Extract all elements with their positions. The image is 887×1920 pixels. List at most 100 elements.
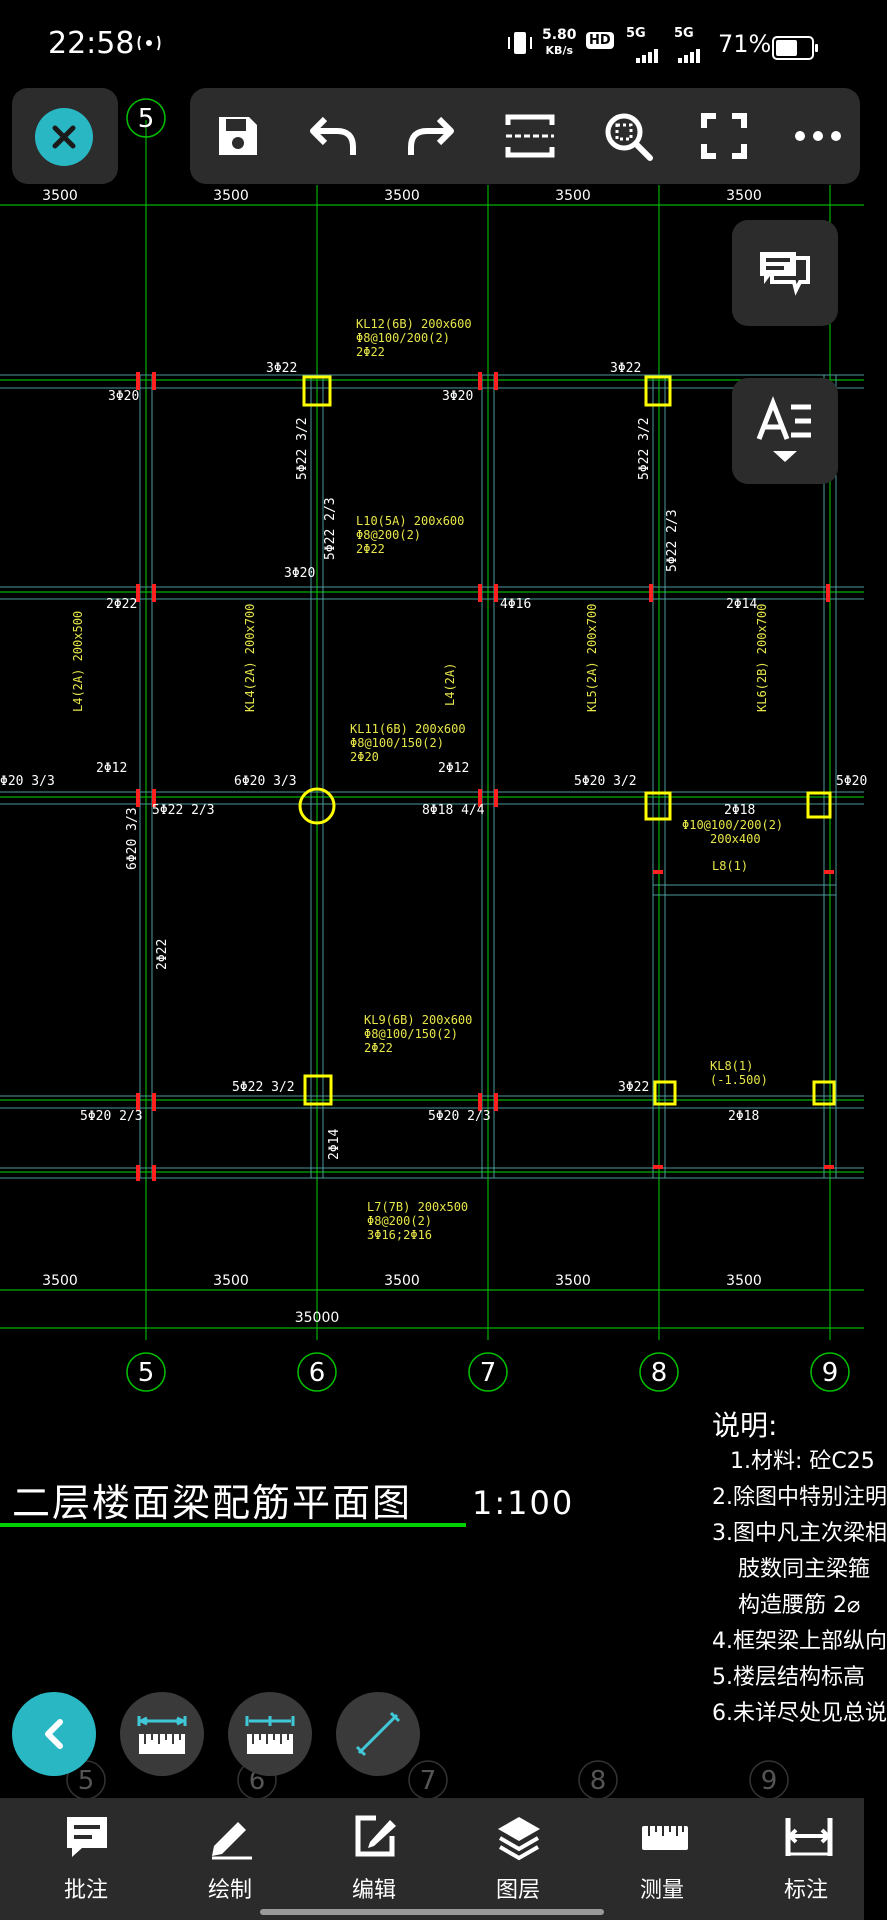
rebar-vertical-label: 5Φ22 2/3	[665, 509, 680, 572]
svg-text:KL11(6B) 200x600: KL11(6B) 200x600	[350, 722, 466, 736]
svg-text:Φ8@200(2): Φ8@200(2)	[356, 528, 421, 542]
rebar-vertical-label: 6Φ20 3/3	[125, 807, 140, 870]
drawing-canvas[interactable]: 3500 3500 3500 3500 3500 3500 3500 3500 …	[0, 78, 887, 1800]
nav-layers[interactable]: 图层	[458, 1814, 578, 1904]
grid-bubble-9: 9	[822, 1358, 839, 1388]
notes-line: 肢数同主梁箍	[738, 1557, 871, 1582]
svg-text:3Φ16;2Φ16: 3Φ16;2Φ16	[367, 1228, 432, 1242]
zoom-button[interactable]	[594, 102, 662, 170]
rebar-vertical-label: 5Φ22 2/3	[323, 497, 338, 560]
measure-length-button[interactable]	[120, 1692, 204, 1776]
nav-measure[interactable]: 测量	[602, 1814, 722, 1904]
beam-label-l8: L8(1)	[712, 859, 748, 873]
svg-text:Φ8@100/150(2): Φ8@100/150(2)	[364, 1027, 458, 1041]
dim-top-5: 3500	[726, 188, 762, 204]
dropdown-arrow-icon	[773, 451, 797, 462]
notes-line: 3.图中凡主次梁相	[712, 1521, 887, 1546]
fullscreen-button[interactable]	[690, 102, 758, 170]
close-button[interactable]	[35, 108, 93, 166]
svg-text:Φ8@100/200(2): Φ8@100/200(2)	[356, 331, 450, 345]
hd-badge: HD	[586, 32, 614, 49]
nav-draw[interactable]: 绘制	[170, 1814, 290, 1904]
grid-bubble-top: 5	[138, 104, 155, 134]
cad-drawing: 3500 3500 3500 3500 3500 3500 3500 3500 …	[0, 98, 867, 1800]
measure-aligned-button[interactable]	[336, 1692, 420, 1776]
dim-top-4: 3500	[555, 188, 591, 204]
more-button[interactable]	[784, 102, 852, 170]
nav-annotate[interactable]: 批注	[26, 1814, 146, 1904]
back-button[interactable]	[12, 1692, 96, 1776]
svg-text:L7(7B) 200x500: L7(7B) 200x500	[367, 1200, 468, 1214]
nav-edit[interactable]: 编辑	[314, 1814, 434, 1904]
nfc-icon	[136, 32, 162, 59]
home-indicator[interactable]	[260, 1909, 604, 1915]
beam-label-l7: L7(7B) 200x500 Φ8@200(2) 3Φ16;2Φ16	[367, 1200, 468, 1242]
rebar-label: 2Φ14	[726, 597, 757, 612]
rebar-label: 8Φ18 4/4	[422, 803, 485, 818]
net-speed: 5.80 KB/s	[542, 28, 577, 58]
measure-continuous-button[interactable]	[228, 1692, 312, 1776]
rebar-label: 5Φ22 3/2	[232, 1080, 295, 1095]
zoom-icon	[605, 113, 653, 161]
notes-title: 说明:	[712, 1409, 778, 1442]
save-icon	[219, 117, 257, 155]
section-button[interactable]	[496, 102, 564, 170]
undo-icon	[310, 116, 356, 155]
rebar-label: 5Φ20 3/2	[574, 774, 637, 789]
beam-label-kl12: KL12(6B) 200x600 Φ8@100/200(2) 2Φ22	[356, 317, 472, 359]
rebar-label: 3Φ22	[610, 361, 641, 376]
rebar-label: Φ20 3/3	[0, 774, 55, 789]
net-speed-value: 5.80	[542, 27, 577, 43]
nav-dimension[interactable]: 标注	[746, 1814, 866, 1904]
measure-continuous-icon	[245, 1716, 295, 1754]
text-style-button[interactable]	[732, 378, 838, 484]
svg-text:KL9(6B) 200x600: KL9(6B) 200x600	[364, 1013, 472, 1027]
svg-text:L8(1): L8(1)	[712, 859, 748, 873]
beam-vertical-label: L4(2A)	[443, 663, 457, 706]
rebar-label: 5Φ20 2/3	[80, 1109, 143, 1124]
more-icon	[795, 131, 841, 141]
rebar-label: 3Φ22	[618, 1080, 649, 1095]
rebar-label: 4Φ16	[500, 597, 531, 612]
dim-top-3: 3500	[384, 188, 420, 204]
notes-line: 1.材料: 砼C25	[730, 1449, 875, 1474]
dimension-icon	[785, 1818, 833, 1856]
save-button[interactable]	[204, 102, 272, 170]
redo-button[interactable]	[396, 102, 464, 170]
grid-bubble-7: 7	[480, 1358, 497, 1388]
edit-icon	[355, 1815, 396, 1857]
rebar-label: 5Φ20 2/3	[428, 1109, 491, 1124]
beam-label-l8b: Φ10@100/200(2) 200x400	[682, 818, 783, 846]
svg-text:KL8(1): KL8(1)	[710, 1059, 753, 1073]
dim-bottom-5: 3500	[726, 1273, 762, 1289]
svg-text:(-1.500): (-1.500)	[710, 1073, 768, 1087]
comment-button[interactable]	[732, 220, 838, 326]
vibrate-icon	[506, 30, 534, 61]
chevron-left-icon	[45, 1719, 63, 1749]
dim-bottom-1: 3500	[42, 1273, 78, 1289]
dim-total: 35000	[295, 1310, 340, 1326]
annotate-icon	[67, 1817, 107, 1857]
rebar-vertical-label: 2Φ22	[155, 939, 170, 970]
svg-text:Φ8@200(2): Φ8@200(2)	[367, 1214, 432, 1228]
grid-ghost-9: 9	[761, 1766, 778, 1796]
signal-2-label: 5G	[674, 26, 694, 41]
svg-text:Φ10@100/200(2): Φ10@100/200(2)	[682, 818, 783, 832]
beam-vertical-label: KL5(2A) 200x700	[585, 604, 599, 712]
clock: 22:58	[48, 26, 135, 61]
rebar-label: 3Φ20	[108, 389, 139, 404]
signal-1-label: 5G	[626, 26, 646, 41]
dim-bottom-3: 3500	[384, 1273, 420, 1289]
rebar-vertical-label: 2Φ14	[327, 1129, 342, 1160]
dim-bottom-2: 3500	[213, 1273, 249, 1289]
grid-ghost-7: 7	[420, 1766, 437, 1796]
dim-top-2: 3500	[213, 188, 249, 204]
nav-measure-label: 测量	[639, 1878, 684, 1903]
rebar-label: 2Φ12	[438, 761, 469, 776]
grid-bubble-5: 5	[138, 1358, 155, 1388]
nav-layers-label: 图层	[495, 1878, 540, 1903]
nav-draw-label: 绘制	[207, 1878, 252, 1903]
beam-vertical-label: L4(2A) 200x500	[71, 611, 85, 712]
undo-button[interactable]	[300, 102, 368, 170]
notes-line: 4.框架梁上部纵向	[712, 1629, 887, 1654]
